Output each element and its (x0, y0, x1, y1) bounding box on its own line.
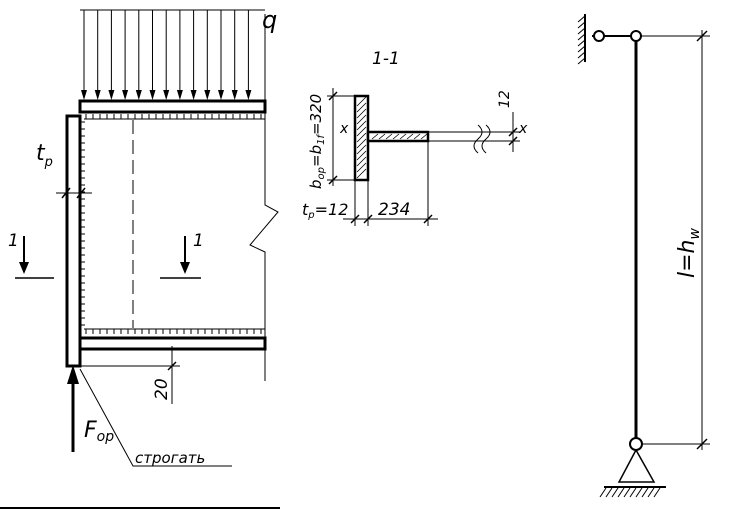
web-dim-label: 12 (497, 90, 513, 108)
weld-top (85, 114, 262, 119)
column-top-node (630, 30, 642, 42)
section-web (366, 130, 430, 143)
offset-dim-label: 20 (152, 378, 172, 400)
thick-dim-label: tp=12 (302, 200, 348, 221)
section-title: 1-1 (372, 49, 400, 69)
section-1-1: 1-1 x x bop=b1f=320 tp=12 234 (302, 49, 528, 226)
beam-end-view: q tp 1 1 (0, 6, 280, 509)
bottom-hinge-icon (629, 437, 643, 451)
width-dim-label: bop=b1f=320 (307, 94, 327, 189)
length-dim-label: 234 (378, 200, 410, 220)
axis-x-left: x (339, 121, 349, 137)
bearing-stiffener (65, 114, 82, 368)
column-length-label: l=hw (675, 228, 703, 279)
break-line (249, 14, 279, 381)
top-hinge-icon (593, 30, 605, 42)
section-mark-right: 1 (160, 231, 204, 279)
svg-text:1: 1 (8, 231, 19, 251)
section-mark-left: 1 (8, 231, 54, 279)
planing-note: строгать (135, 449, 205, 467)
load-label: q (262, 6, 277, 34)
axis-x-right: x (518, 121, 528, 137)
top-flange (78, 99, 267, 114)
thickness-label: tp (36, 141, 53, 170)
distributed-load (80, 9, 265, 100)
svg-text:Fop: Fop (84, 418, 114, 445)
support-force: Fop (67, 365, 114, 452)
weld-bottom (85, 329, 262, 334)
svg-text:1: 1 (193, 231, 204, 251)
column-scheme: l=hw (577, 14, 710, 498)
